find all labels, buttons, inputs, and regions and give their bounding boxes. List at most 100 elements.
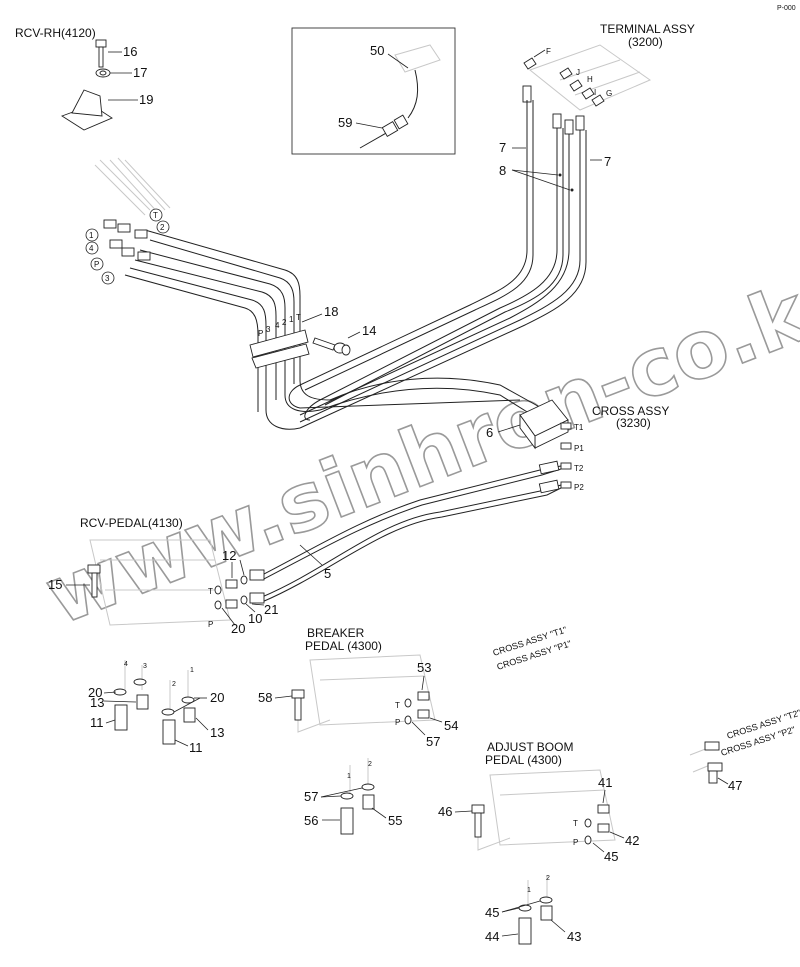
inset-box xyxy=(291,27,456,155)
vlabel-3: 3 xyxy=(266,325,271,334)
part-50: 50 xyxy=(370,43,384,58)
breaker-port-P: P xyxy=(395,718,400,727)
port-T1: T1 xyxy=(574,423,584,432)
rcv-pedal-fittings xyxy=(214,575,248,610)
adjust-port-P: P xyxy=(573,838,578,847)
stack-breaker xyxy=(340,758,375,835)
port-P1: P1 xyxy=(574,444,584,453)
vlabel-1: 1 xyxy=(289,315,294,324)
pipe-bundle xyxy=(124,100,587,430)
part-55: 55 xyxy=(388,813,402,828)
port-circle-4: 4 xyxy=(89,244,94,253)
breaker-ghost xyxy=(297,654,436,733)
watermark-text: www.sinhron-co.kz xyxy=(33,250,800,643)
part-7-right: 7 xyxy=(604,154,611,169)
adjust-fittings xyxy=(584,804,610,845)
part-11-b: 11 xyxy=(189,740,203,755)
part-46: 46 xyxy=(438,804,452,819)
label-terminal-code: (3200) xyxy=(628,35,663,49)
part-13-a: 13 xyxy=(90,695,104,710)
part-56: 56 xyxy=(304,813,318,828)
plate-19 xyxy=(60,89,113,131)
breaker-stack-1: 1 xyxy=(347,773,351,780)
port-circle-P: P xyxy=(94,260,99,269)
part-43: 43 xyxy=(567,929,581,944)
part-20-a: 20 xyxy=(231,621,245,636)
clamp-18 xyxy=(249,329,310,369)
stack-left-a xyxy=(113,660,149,731)
rcv-pedal-ghost xyxy=(89,539,231,626)
label-adjust-boom: ADJUST BOOM xyxy=(487,740,573,754)
part-7-left: 7 xyxy=(499,140,506,155)
port-circle-1: 1 xyxy=(89,231,94,240)
breaker-fittings xyxy=(404,691,430,725)
corner-mark: P-000 xyxy=(777,5,796,12)
adjust-port-T: T xyxy=(573,819,578,828)
vlabel-4: 4 xyxy=(275,321,280,330)
port-J: J xyxy=(576,68,580,77)
label-rcv-pedal: RCV-PEDAL(4130) xyxy=(80,516,183,530)
port-circle-T: T xyxy=(153,211,158,220)
stack-adjust xyxy=(518,875,553,945)
vlabel-2: 2 xyxy=(282,318,287,327)
part-19: 19 xyxy=(139,92,153,107)
vlabel-P: P xyxy=(258,329,263,338)
part-18: 18 xyxy=(324,304,338,319)
part-44: 44 xyxy=(485,929,499,944)
part-15: 15 xyxy=(48,577,62,592)
part-54: 54 xyxy=(444,718,458,733)
part-21: 21 xyxy=(264,602,278,617)
hose-ends-terminal xyxy=(522,85,585,135)
rcv-rh-ghost-lines xyxy=(94,157,171,216)
port-H: H xyxy=(587,75,593,84)
part-17: 17 xyxy=(133,65,147,80)
pedal-port-T: T xyxy=(208,587,213,596)
adjust-stack-2: 2 xyxy=(546,875,550,882)
part-16: 16 xyxy=(123,44,137,59)
port-T2: T2 xyxy=(574,464,584,473)
bolt-15 xyxy=(87,564,101,598)
part-6: 6 xyxy=(486,425,493,440)
bolt-14 xyxy=(312,337,351,356)
bolt-46 xyxy=(471,804,485,838)
label-cross-assy: CROSS ASSY xyxy=(592,404,669,418)
cross-fitting-47 xyxy=(689,741,723,784)
port-circles-left xyxy=(85,208,170,285)
port-circle-2: 2 xyxy=(160,223,165,232)
part-53: 53 xyxy=(417,660,431,675)
port-circle-3: 3 xyxy=(105,274,110,283)
terminal-fittings xyxy=(523,57,605,107)
part-41: 41 xyxy=(598,775,612,790)
part-45-a: 45 xyxy=(604,849,618,864)
part-20-b: 20 xyxy=(88,685,102,700)
label-cross-code: (3230) xyxy=(616,416,651,430)
part-59: 59 xyxy=(338,115,352,130)
part-13-b: 13 xyxy=(210,725,224,740)
bolt-16 xyxy=(95,39,107,68)
valve-fittings-cluster xyxy=(103,219,151,261)
stack-left-b xyxy=(161,670,196,745)
part-14: 14 xyxy=(362,323,376,338)
bolt-58 xyxy=(291,689,305,721)
port-F: F xyxy=(546,47,551,56)
fitting-59 xyxy=(381,121,399,137)
part-58: 58 xyxy=(258,690,272,705)
label-terminal-assy: TERMINAL ASSY xyxy=(600,22,695,36)
washer-17 xyxy=(95,68,111,78)
breaker-stack-2: 2 xyxy=(368,761,372,768)
part-10: 10 xyxy=(248,611,262,626)
port-I: I xyxy=(594,88,596,97)
part-57-a: 57 xyxy=(426,734,440,749)
part-45-b: 45 xyxy=(485,905,499,920)
label-breaker: BREAKER xyxy=(307,626,365,640)
part-12: 12 xyxy=(222,548,236,563)
part-11-a: 11 xyxy=(90,715,104,730)
adjust-stack-1: 1 xyxy=(527,887,531,894)
pedal-port-P: P xyxy=(208,620,213,629)
part-5: 5 xyxy=(324,566,331,581)
breaker-port-T: T xyxy=(395,701,400,710)
hose-5 xyxy=(249,460,562,604)
part-57-b: 57 xyxy=(304,789,318,804)
vlabel-T: T xyxy=(296,313,301,322)
